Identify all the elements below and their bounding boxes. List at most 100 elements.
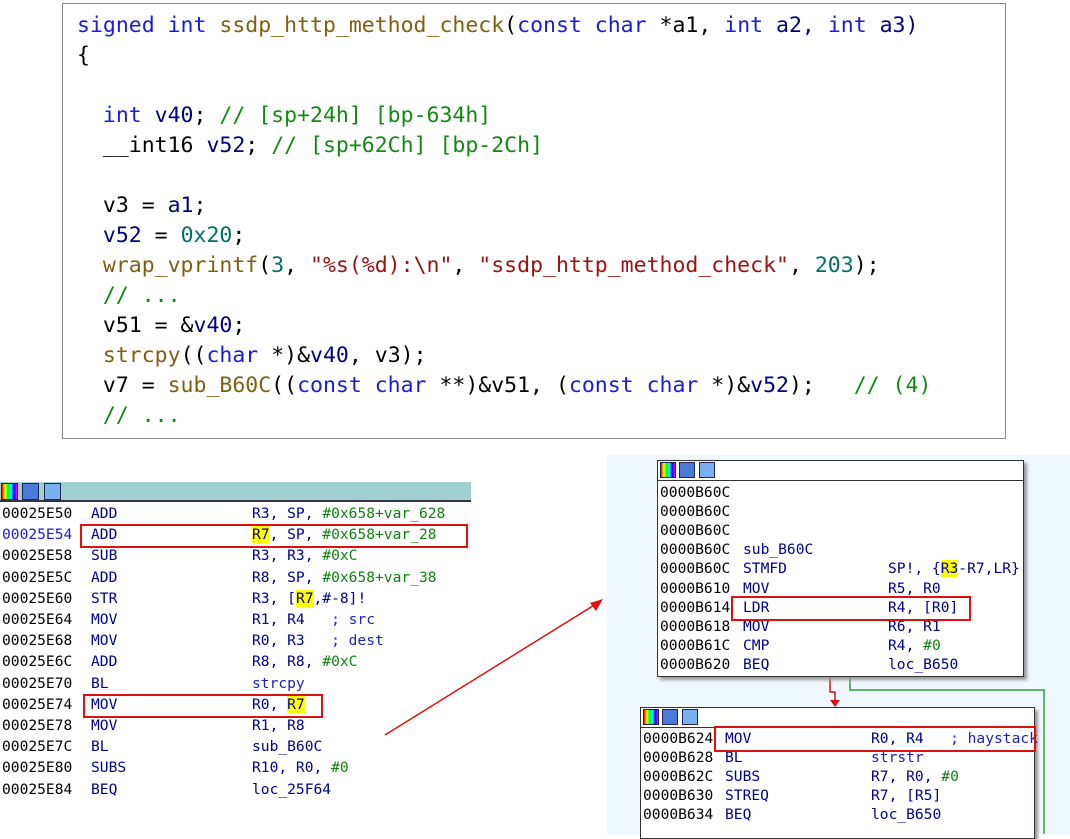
code-token: // [sp+62Ch] [bp-2Ch] <box>271 133 544 158</box>
code-token: R3, R3, <box>252 547 323 565</box>
asm-mnemonic: BL <box>91 738 109 756</box>
asm-line[interactable]: 0000B60C <box>660 521 1070 541</box>
asm-mnemonic: ADD <box>91 526 118 544</box>
code-line: wrap_vprintf(3, "%s(%d):\n", "ssdp_http_… <box>77 251 1005 281</box>
code-token: strcpy <box>77 343 181 368</box>
code-token: R0, <box>252 695 288 713</box>
palette-icon[interactable] <box>1 483 18 500</box>
code-token: ); <box>853 253 880 278</box>
code-line: // ... <box>77 401 1005 431</box>
code-token: R1, R4 <box>252 611 332 628</box>
asm-address: 00025E50 <box>2 505 73 522</box>
code-line: // ... <box>77 281 1005 311</box>
asm-mnemonic: STR <box>91 589 118 607</box>
asm-address: 00025E5C <box>2 568 73 586</box>
asm-mnemonic: SUBS <box>725 768 761 786</box>
code-token: ; <box>193 193 207 218</box>
code-token: R3, [ <box>252 589 296 607</box>
edit-icon[interactable] <box>662 709 678 725</box>
edit-icon[interactable] <box>679 462 695 478</box>
asm-operands: loc_25F64 <box>252 780 331 800</box>
code-token: ,#-8]! <box>313 589 367 607</box>
code-token: R3, SP, <box>252 505 323 522</box>
code-token: R7 <box>252 526 270 544</box>
graph-icon[interactable] <box>699 462 715 478</box>
palette-icon[interactable] <box>660 462 676 478</box>
code-token: , SP, <box>269 526 323 544</box>
code-token: 203 <box>814 253 854 278</box>
code-token: ; dest <box>331 632 384 650</box>
code-token: R10, R0, <box>252 759 332 777</box>
highlight-box <box>80 524 468 548</box>
asm-address: 0000B60C <box>660 503 731 521</box>
graph-icon[interactable] <box>682 709 698 725</box>
asm-operands: R0, R4 ; haystack <box>871 729 1038 749</box>
asm-address: 0000B62C <box>643 768 714 786</box>
asm-mnemonic: STMFD <box>743 560 787 578</box>
code-token: v40 <box>193 313 233 338</box>
asm-address: 0000B634 <box>643 806 714 824</box>
code-line: v52 = 0x20; <box>77 221 1005 251</box>
asm-mnemonic: STREQ <box>725 787 769 805</box>
asm-address: 0000B61C <box>660 636 731 654</box>
asm-operands: R8, R8, #0xC <box>252 652 357 672</box>
graph-icon[interactable] <box>44 483 61 500</box>
code-token: // ... <box>77 283 181 308</box>
palette-icon[interactable] <box>643 709 659 725</box>
asm-address: 0000B630 <box>643 787 714 805</box>
asm-operands: strcpy <box>252 674 305 694</box>
code-token: ( <box>504 13 518 38</box>
code-line: v7 = sub_B60C((const char **)&v51, (cons… <box>77 371 1005 401</box>
asm-address: 0000B60C <box>660 484 731 501</box>
code-token: , v3); <box>348 343 427 368</box>
code-token: // ... <box>77 403 181 428</box>
code-token: signed int <box>77 13 220 38</box>
code-token: int <box>77 103 155 128</box>
code-token: R0, R4 <box>871 730 951 747</box>
asm-operands: loc_B650 <box>888 655 958 675</box>
code-token: v3 = <box>77 193 168 218</box>
code-token: ( <box>258 253 272 278</box>
asm-mnemonic: MOV <box>725 730 752 747</box>
code-token: a3) <box>879 13 919 38</box>
asm-line[interactable]: 0000B630 STREQ R7, [R5] <box>643 786 1070 806</box>
edit-icon[interactable] <box>22 483 39 500</box>
asm-line[interactable]: 0000B60C <box>660 502 1070 522</box>
asm-mnemonic: MOV <box>743 617 770 635</box>
asm-address: 0000B618 <box>660 617 731 635</box>
asm-operands: R7, [R5] <box>871 786 941 806</box>
asm-address: 0000B60C <box>660 560 731 578</box>
code-token: int <box>724 13 777 38</box>
asm-operands: R7, SP, #0x658+var_28 <box>252 525 437 545</box>
asm-line[interactable]: 0000B60C <box>660 483 1070 503</box>
asm-operands: R5, R0 <box>888 579 941 599</box>
